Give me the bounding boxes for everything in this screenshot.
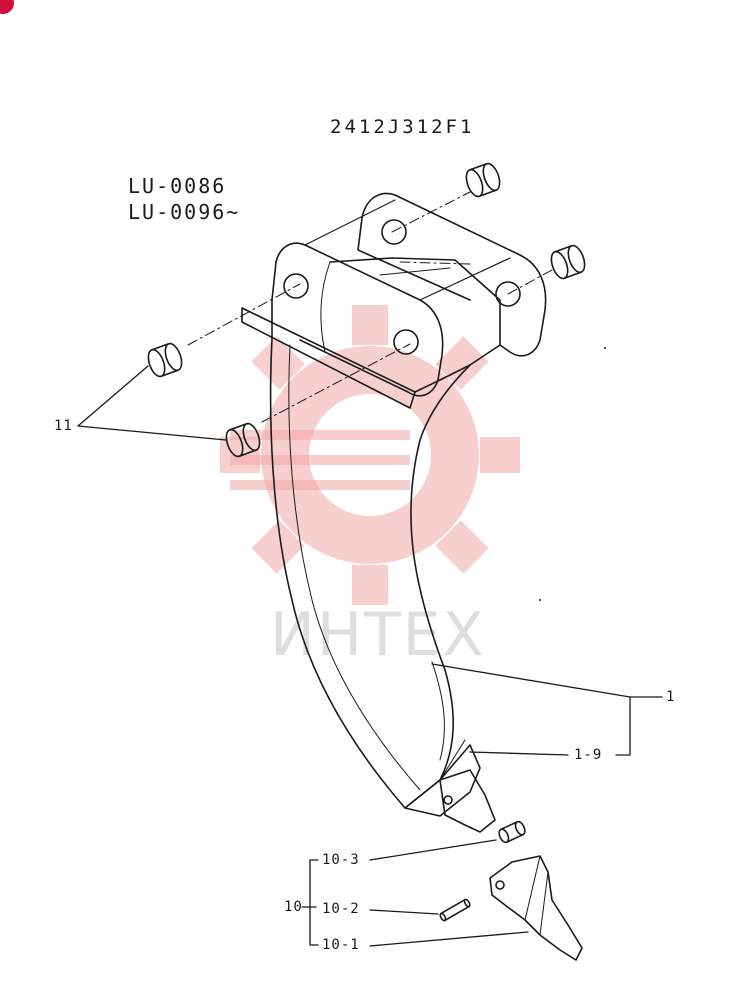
callout-10-1: 10-1 — [322, 937, 360, 953]
bushing-1 — [147, 342, 183, 378]
bushing-2 — [225, 422, 261, 458]
leader-lines — [77, 365, 663, 947]
bushing-4 — [550, 244, 586, 280]
pin-10-2 — [439, 898, 471, 922]
tooth-adapter — [439, 769, 496, 833]
mounting-bracket — [241, 192, 547, 409]
callout-10-2: 10-2 — [322, 901, 360, 917]
callout-1: 1 — [666, 689, 676, 705]
callout-11: 11 — [54, 418, 73, 434]
tooth-point — [489, 855, 583, 961]
bushing-3 — [465, 162, 501, 198]
bushing-group — [147, 162, 586, 458]
watermark-text: ИНТЕХ — [270, 600, 486, 670]
diagram-code: 2412J312F1 — [330, 116, 475, 138]
model-label-2: LU-0096~ — [128, 200, 241, 224]
callout-1-9: 1-9 — [574, 747, 603, 763]
callout-10-3: 10-3 — [322, 852, 360, 868]
ripper-shank — [269, 337, 481, 817]
model-label-1: LU-0086 — [128, 174, 227, 198]
pin-10-3 — [498, 820, 526, 844]
callout-10: 10 — [284, 899, 303, 915]
corner-badge — [0, 0, 14, 14]
pin-center-lines — [187, 191, 553, 423]
